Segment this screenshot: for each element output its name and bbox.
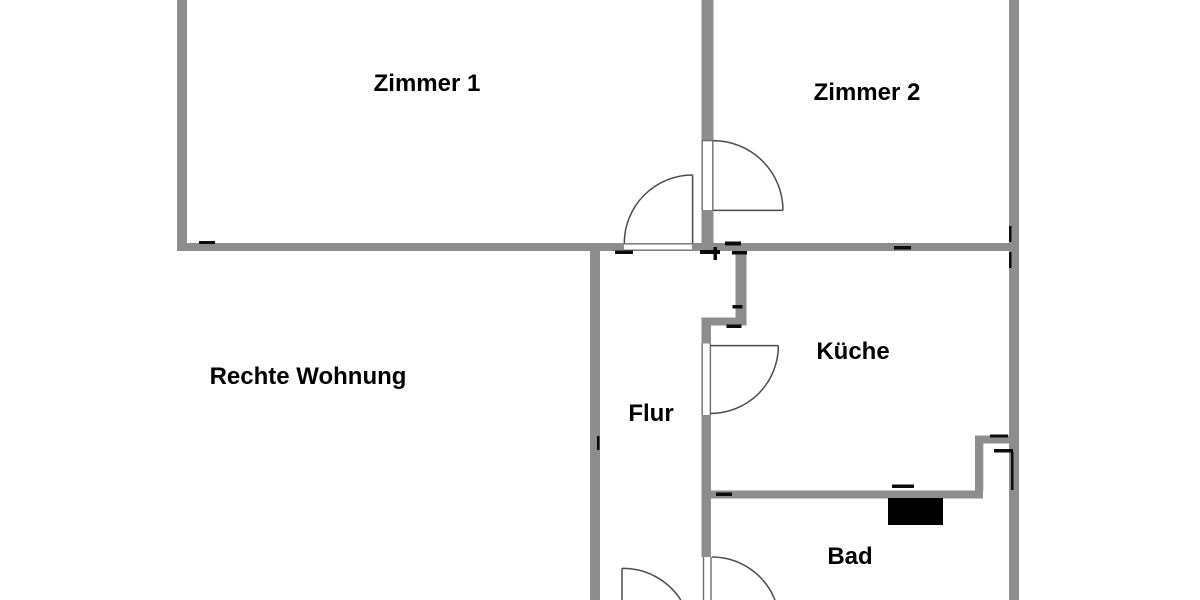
room-label-kueche: Küche	[816, 338, 890, 365]
apartment-label: Rechte Wohnung	[209, 363, 407, 390]
tick-notch-top	[990, 434, 1008, 438]
door-openings	[624, 139, 714, 600]
door-arc-zimmer1	[623, 174, 693, 244]
tick-right-wall-below-junction	[1009, 252, 1012, 268]
wall-zimmer2-bottom	[692, 243, 1019, 251]
wall-left-outer	[177, 0, 187, 251]
tick-notch-bottom	[994, 449, 1013, 453]
wall-kueche-bad-divider	[711, 490, 983, 499]
room-label-flur: Flur	[628, 400, 674, 427]
tick-flur-left-wall	[597, 436, 600, 450]
tick-divider-junction-v	[713, 247, 717, 260]
tick-right-wall-notch	[1011, 452, 1014, 490]
wall-notch-horizontal	[975, 435, 1018, 444]
tick-bad-wall-left	[716, 492, 732, 496]
wall-notch-vertical	[975, 443, 984, 491]
tick-divider-junction-h	[700, 250, 720, 254]
tick-zimmer2-bottom-wall	[894, 246, 911, 250]
tick-kueche-jog	[726, 324, 742, 328]
room-label-bad: Bad	[827, 543, 873, 570]
doors	[621, 139, 784, 600]
tick-zimmer1-bottom-left	[199, 241, 215, 244]
wall-right-outer	[1009, 0, 1019, 600]
shaft-block	[888, 498, 943, 525]
tick-kueche-wall-end	[732, 305, 743, 309]
door-arc-bad	[711, 556, 776, 600]
wall-divider-upper	[701, 0, 714, 140]
door-arc-zimmer2	[713, 139, 784, 211]
wall-kueche-left-above-door	[701, 325, 711, 344]
room-label-zimmer2: Zimmer 2	[813, 79, 921, 106]
room-label-zimmer1: Zimmer 1	[373, 70, 481, 97]
tick-right-wall-above-junction	[1009, 226, 1012, 242]
wall-flur-left	[590, 251, 600, 600]
wall-kueche-left-upper	[735, 251, 747, 318]
wall-kueche-jog	[701, 317, 747, 326]
door-arc-kueche	[710, 345, 780, 415]
tick-wall-top-right-of-stub	[725, 241, 741, 246]
tick-marks	[199, 226, 1014, 496]
tick-flur-top-left	[615, 250, 633, 254]
wall-flur-right-lower	[701, 415, 711, 557]
wall-zimmer1-bottom	[177, 243, 624, 251]
tick-above-shaft	[892, 484, 914, 488]
tick-kueche-wall-top	[732, 251, 747, 255]
wall-divider-stub	[701, 210, 714, 251]
walls	[177, 0, 1019, 600]
door-arc-bottom-left	[621, 567, 682, 600]
